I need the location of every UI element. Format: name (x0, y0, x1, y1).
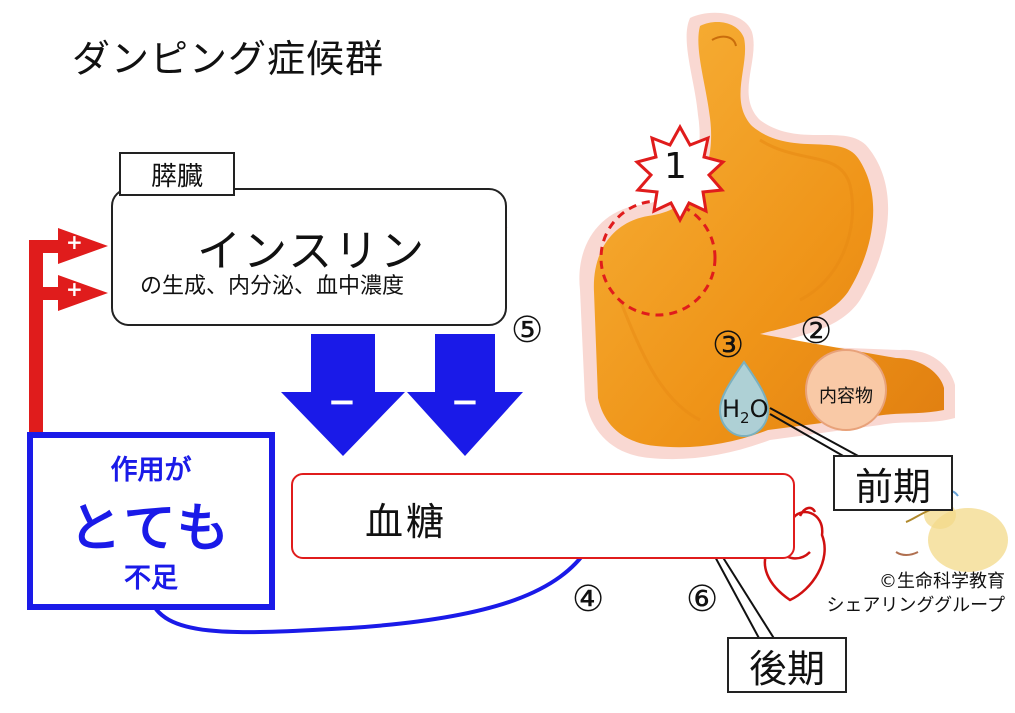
copyright-line-1: ©生命科学教育 (879, 571, 1005, 592)
plus-sign: + (66, 277, 83, 301)
pointer-line (769, 407, 861, 458)
marker-4: ④ (572, 579, 605, 620)
minus-sign: − (450, 382, 480, 422)
water-drop-icon (718, 360, 770, 438)
starburst-shape (633, 123, 727, 224)
effect-line-1: 作用が (110, 455, 192, 486)
copyright: ©生命科学教育 シェアリンググループ (780, 570, 1005, 618)
insulin-label: インスリン (197, 226, 427, 277)
effect-line-2: とても (69, 499, 233, 559)
marker-3: ③ (712, 325, 745, 366)
water-formula: H2O (722, 395, 769, 427)
effect-line-3: 不足 (124, 563, 178, 594)
blood-sugar-label: 血糖 (365, 500, 448, 544)
blood-sugar-box (291, 473, 795, 559)
insulin-description: の生成、内分泌、血中濃度 (140, 274, 405, 299)
feedback-curve (148, 546, 590, 635)
contents-label: 内容物 (819, 386, 873, 407)
page-title: ダンピング症候群 (72, 37, 385, 81)
late-phase-label: 後期 (727, 637, 847, 693)
minus-sign: − (327, 382, 357, 422)
marker-5: ⑤ (511, 310, 544, 351)
marker-6: ⑥ (686, 579, 719, 620)
contents-circle (805, 349, 887, 431)
marker-2: ② (800, 311, 833, 352)
insulin-feedback-pipe (29, 228, 108, 435)
stomach-illustration (579, 12, 955, 460)
insulin-box (111, 188, 507, 326)
copyright-line-2: シェアリンググループ (826, 595, 1005, 616)
pancreas-label: 膵臓 (119, 152, 235, 196)
early-phase-label: 前期 (833, 455, 953, 511)
insulin-blood-sugar-arrows (281, 334, 523, 456)
marker-1: 1 (664, 146, 687, 187)
pointer-line (769, 413, 846, 458)
plus-sign: + (66, 230, 83, 254)
effect-box (27, 432, 275, 610)
